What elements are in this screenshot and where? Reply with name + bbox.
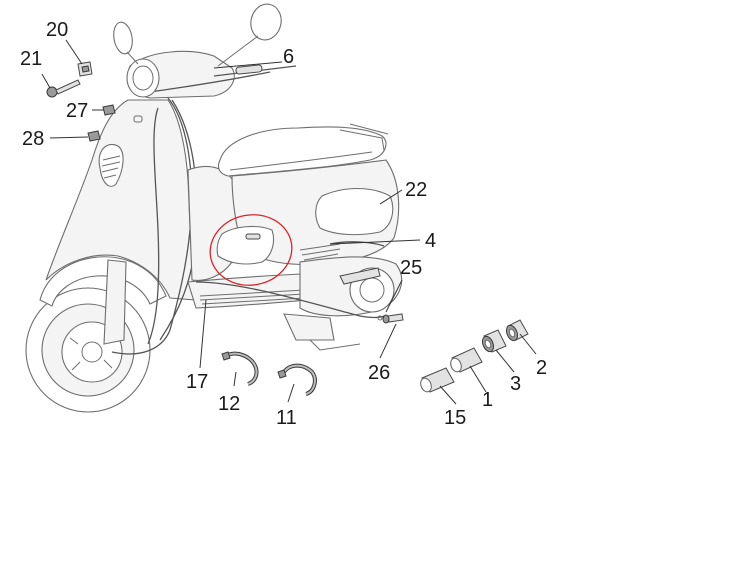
- label-20: 20: [46, 19, 68, 41]
- part-11-clamp: [277, 363, 317, 396]
- label-3: 3: [510, 373, 521, 395]
- label-26: 26: [368, 362, 390, 384]
- scooter-drawing: [25, 3, 403, 413]
- label-2: 2: [536, 357, 547, 379]
- part-26-bolt: [382, 313, 404, 324]
- part-3-bushing: [481, 329, 507, 353]
- label-4: 4: [425, 230, 436, 252]
- label-22: 22: [405, 179, 427, 201]
- label-15: 15: [444, 407, 466, 429]
- part-2-cap: [505, 319, 529, 342]
- part-1-sleeve: [450, 347, 483, 373]
- front-wheel: [25, 287, 151, 413]
- glovebox-part: [216, 225, 275, 265]
- part-15-tube: [420, 367, 455, 393]
- label-21: 21: [20, 48, 42, 70]
- label-11: 11: [276, 407, 297, 429]
- part-27-nut: [102, 104, 116, 116]
- label-27: 27: [66, 100, 88, 122]
- label-28: 28: [22, 128, 44, 150]
- label-25: 25: [400, 257, 422, 279]
- highlight-circle: [209, 214, 293, 286]
- part-28-nut: [87, 130, 101, 142]
- part-20-clip: [77, 61, 93, 77]
- part-12-clamp: [221, 351, 259, 386]
- part-21-screw: [46, 79, 81, 98]
- label-12: 12: [218, 393, 240, 415]
- part-25-washer: [377, 315, 383, 321]
- leader-lines: [41, 39, 537, 405]
- label-6: 6: [283, 46, 294, 68]
- label-17: 17: [186, 371, 208, 393]
- label-1: 1: [482, 389, 493, 411]
